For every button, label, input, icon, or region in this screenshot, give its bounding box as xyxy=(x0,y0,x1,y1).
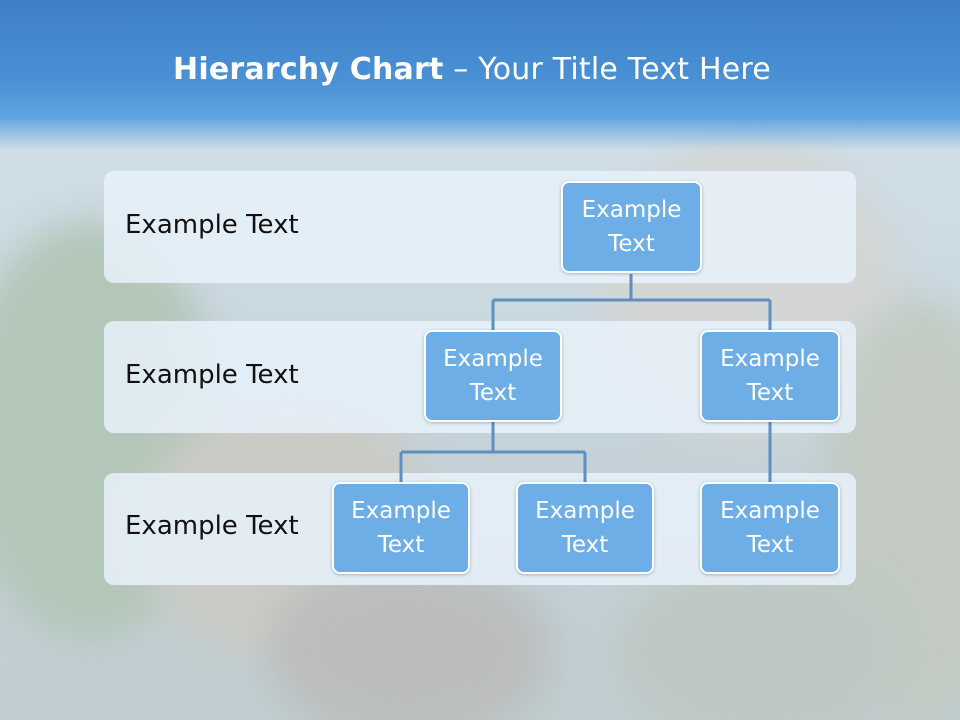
tier-label-3: Example Text xyxy=(125,511,299,541)
tier-label-2: Example Text xyxy=(125,360,299,390)
title-bold: Hierarchy Chart xyxy=(173,52,444,87)
title-header xyxy=(0,0,960,150)
node-level3-b[interactable]: Example Text xyxy=(516,482,654,574)
node-root[interactable]: Example Text xyxy=(561,181,702,273)
slide-title: Hierarchy Chart – Your Title Text Here xyxy=(0,52,944,87)
node-level3-a[interactable]: Example Text xyxy=(332,482,470,574)
node-level2-right[interactable]: Example Text xyxy=(700,330,840,422)
tier-label-1: Example Text xyxy=(125,210,299,240)
background-gate xyxy=(270,560,550,720)
tier-band-1 xyxy=(104,171,856,283)
background-rock-bottom xyxy=(620,560,900,720)
title-rest: – Your Title Text Here xyxy=(443,52,771,87)
node-level3-c[interactable]: Example Text xyxy=(700,482,840,574)
node-level2-left[interactable]: Example Text xyxy=(424,330,562,422)
